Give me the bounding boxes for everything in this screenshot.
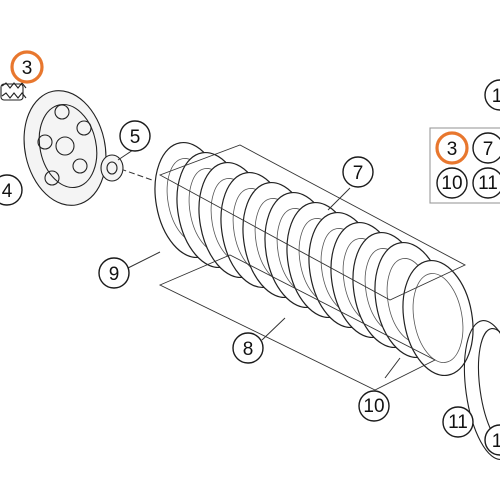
svg-text:1: 1 — [492, 86, 500, 107]
lower-frame — [158, 254, 436, 391]
pressure-plate — [23, 90, 107, 206]
leader-5 — [117, 149, 134, 161]
callout-kit-3: 3 — [435, 131, 469, 165]
callout-hub-11: 11 — [442, 406, 474, 438]
callout-cover-right-top: 1 — [484, 79, 500, 111]
svg-text:1: 1 — [492, 431, 500, 452]
callout-spring-top: 3 — [10, 50, 44, 84]
svg-text:11: 11 — [478, 173, 498, 194]
svg-text:10: 10 — [441, 173, 462, 194]
plate — [402, 259, 474, 377]
svg-text:10: 10 — [363, 396, 384, 417]
highlight-ring — [10, 50, 44, 84]
callout-kit-11: 11 — [472, 167, 500, 199]
svg-text:4: 4 — [2, 181, 13, 202]
spring — [0, 82, 27, 101]
svg-text:5: 5 — [130, 127, 141, 148]
svg-text:3: 3 — [22, 58, 33, 79]
callout-pressure-plate: 4 — [0, 174, 23, 206]
svg-text:7: 7 — [483, 139, 494, 160]
svg-text:3: 3 — [447, 139, 458, 160]
svg-text:11: 11 — [448, 412, 468, 433]
callout-hub-partial: 1 — [484, 424, 500, 456]
callout-kit-10: 10 — [436, 167, 468, 199]
clutch-hub — [463, 320, 500, 460]
callout-kit-7: 7 — [472, 132, 500, 164]
callout-steel-plates: 9 — [98, 257, 130, 289]
callout-bearing: 5 — [119, 120, 151, 152]
leader-10 — [384, 357, 401, 379]
leader-7 — [327, 187, 351, 211]
highlight-ring — [435, 131, 469, 165]
leader-9 — [127, 251, 161, 269]
upper-frame — [158, 144, 467, 301]
callout-end-plate: 10 — [358, 390, 390, 422]
callout-friction-plates: 7 — [342, 156, 374, 188]
bearing — [100, 154, 124, 182]
svg-text:7: 7 — [353, 163, 364, 184]
svg-text:9: 9 — [109, 264, 120, 285]
leader-8 — [261, 317, 286, 341]
svg-text:8: 8 — [243, 339, 254, 360]
callout-intermediate: 8 — [232, 332, 264, 364]
plate-stack — [154, 141, 474, 377]
